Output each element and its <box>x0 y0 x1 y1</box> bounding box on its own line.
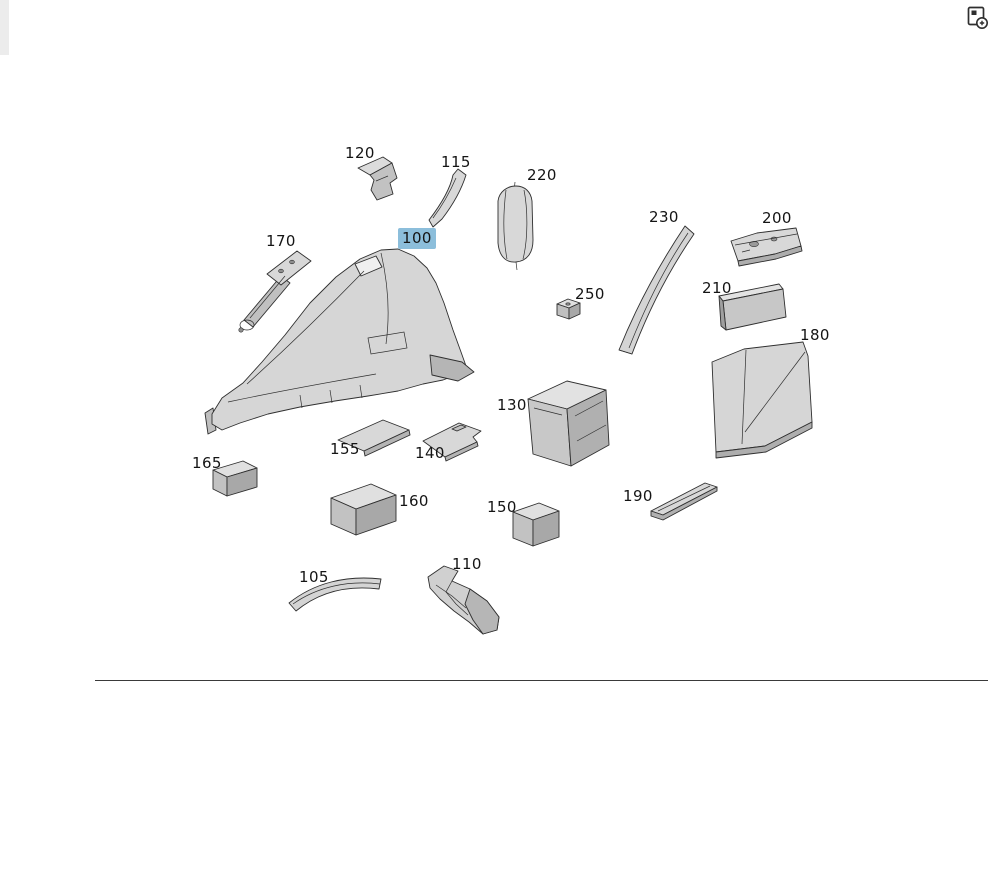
part-label-140[interactable]: 140 <box>415 444 445 462</box>
export-document-icon[interactable] <box>967 6 988 29</box>
part-label-230[interactable]: 230 <box>649 208 679 226</box>
part-label-110[interactable]: 110 <box>452 555 482 573</box>
part-label-190[interactable]: 190 <box>623 487 653 505</box>
panel-edge <box>0 0 9 55</box>
part-label-165[interactable]: 165 <box>192 454 222 472</box>
part-label-170[interactable]: 170 <box>266 232 296 250</box>
footer-divider-line <box>95 680 988 681</box>
part-120-shape[interactable] <box>357 156 398 201</box>
part-label-130[interactable]: 130 <box>497 396 527 414</box>
part-220-shape[interactable] <box>497 181 534 271</box>
part-130-shape[interactable] <box>527 380 610 467</box>
part-165-shape[interactable] <box>212 460 258 497</box>
part-label-160[interactable]: 160 <box>399 492 429 510</box>
part-155-shape[interactable] <box>337 419 411 457</box>
part-200-shape[interactable] <box>730 227 803 267</box>
part-label-200[interactable]: 200 <box>762 209 792 227</box>
part-label-150[interactable]: 150 <box>487 498 517 516</box>
part-160-shape[interactable] <box>330 483 397 536</box>
part-250-shape[interactable] <box>556 298 581 320</box>
part-label-105[interactable]: 105 <box>299 568 329 586</box>
part-230-shape[interactable] <box>618 225 695 355</box>
part-100-shape[interactable] <box>204 248 475 435</box>
part-label-115[interactable]: 115 <box>441 153 471 171</box>
part-105-shape[interactable] <box>288 577 382 612</box>
part-115-shape[interactable] <box>428 168 467 228</box>
part-label-180[interactable]: 180 <box>800 326 830 344</box>
part-170-shape[interactable] <box>238 250 312 333</box>
part-210-shape[interactable] <box>718 283 787 331</box>
part-180-shape[interactable] <box>711 341 813 459</box>
part-label-210[interactable]: 210 <box>702 279 732 297</box>
part-label-220[interactable]: 220 <box>527 166 557 184</box>
part-190-shape[interactable] <box>650 482 718 521</box>
part-label-155[interactable]: 155 <box>330 440 360 458</box>
part-label-250[interactable]: 250 <box>575 285 605 303</box>
part-label-100[interactable]: 100 <box>398 228 436 249</box>
part-label-120[interactable]: 120 <box>345 144 375 162</box>
part-150-shape[interactable] <box>512 502 560 547</box>
part-110-shape[interactable] <box>427 565 500 635</box>
part-140-shape[interactable] <box>422 422 482 462</box>
